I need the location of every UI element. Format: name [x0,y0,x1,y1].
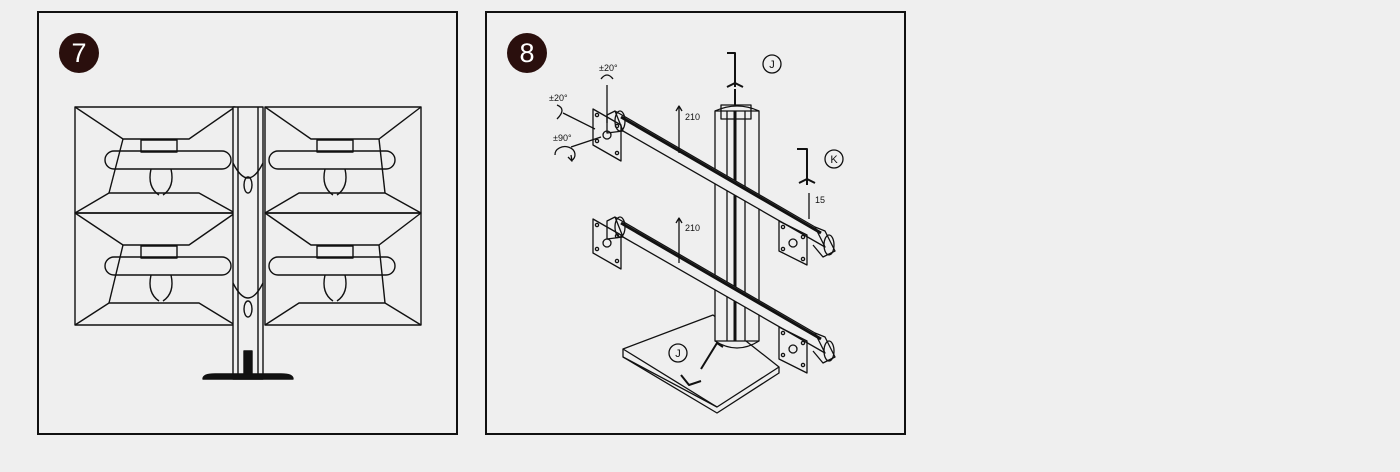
label-rotate: ±90° [553,133,572,143]
step-badge-7: 7 [59,33,99,73]
hex-key-icon-right [797,148,816,185]
step-7-panel: 7 [37,11,458,435]
center-pole [232,106,264,380]
lower-crossbar [606,216,836,364]
monitor-upper-left [74,106,236,214]
height-arrow-upper [675,105,683,153]
tilt-arrow-side [556,104,596,130]
callout-base-letter: J [675,348,681,360]
monitor-lower-right [264,212,422,326]
label-height-lower: 210 [685,223,700,233]
vesa-plate-lower-right [778,326,808,374]
step-badge-8: 8 [507,33,547,73]
callout-circle-right [824,149,844,169]
callout-circle-top [762,54,782,74]
quad-stand-exploded-view: ±20° ±20° ±90° 210 210 15 J K J [549,52,844,414]
rotation-arrow-icon [554,136,602,162]
stand-base [202,373,294,380]
callout-top-letter: J [769,59,775,71]
height-arrow-lower [675,217,683,263]
step-8-panel: 8 [485,11,906,435]
label-tilt-top: ±20° [599,63,618,73]
vesa-plate-upper-left [592,108,622,162]
monitor-lower-left [74,212,236,326]
hex-key-icon-base [680,342,724,386]
callout-right-letter: K [830,154,838,166]
tilt-arrow-top [600,74,614,123]
callout-circle-base [668,343,688,363]
vesa-plate-lower-left [592,218,622,270]
vesa-plate-upper-right [778,220,808,266]
label-tilt-side: ±20° [549,93,568,103]
stand-base-plate [622,314,780,414]
quad-monitor-front-view [74,106,422,380]
label-height-upper: 210 [685,112,700,122]
monitor-upper-right [264,106,422,214]
label-offset: 15 [815,195,825,205]
hex-key-icon-top [726,52,744,105]
